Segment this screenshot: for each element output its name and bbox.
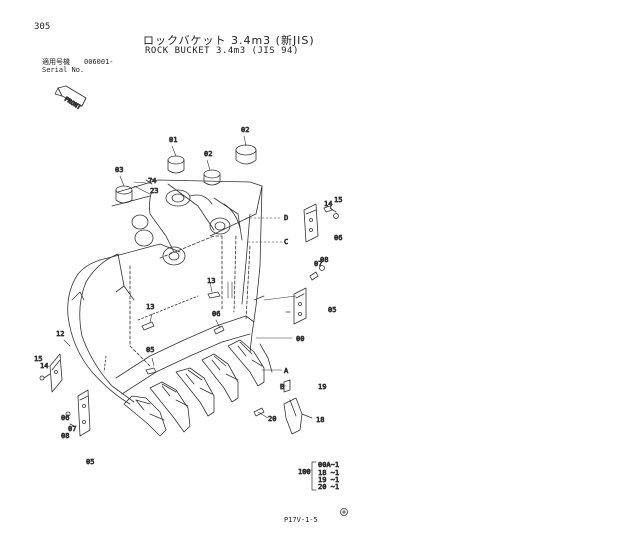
callout-letter-c: C — [284, 238, 288, 246]
callout-08-right: 08 — [320, 256, 328, 264]
serial-label-english: Serial No. — [42, 66, 85, 74]
tooth-tip-18 — [283, 397, 313, 435]
front-arrow-icon: FRONT — [54, 85, 87, 112]
side-cutter-upper-right — [303, 203, 339, 243]
callout-13-lower: 13 — [146, 303, 154, 311]
page-number: 305 — [34, 22, 51, 32]
kit-code: 100 — [298, 468, 311, 476]
callout-07-right: 07 — [314, 260, 322, 268]
callout-05-center: 05 — [146, 346, 154, 354]
side-cutter-left — [39, 353, 63, 393]
lock-pin-19 — [283, 379, 291, 393]
title-english: ROCK BUCKET 3.4m3 (JIS 94) — [145, 46, 299, 56]
leader-lines — [63, 135, 313, 471]
callout-letter-b: B — [280, 383, 284, 391]
kit-bracket — [311, 461, 317, 491]
bucket-teeth-row — [123, 339, 273, 437]
callout-15-left: 15 — [34, 355, 42, 363]
callout-13-upper: 13 — [207, 277, 215, 285]
callout-02: 02 — [204, 150, 212, 158]
bushing-02-large — [235, 144, 257, 165]
callout-05-right: 05 — [328, 306, 336, 314]
bushing-01 — [167, 155, 185, 174]
callout-12: 12 — [56, 330, 64, 338]
kit-item-1: 00A~1 — [318, 461, 339, 469]
callout-14-right: 14 — [324, 200, 332, 208]
serial-range: 006001- — [84, 58, 114, 66]
callout-15-right: 15 — [334, 196, 342, 204]
bucket-boss-rings — [131, 189, 231, 266]
callout-letter-d: D — [284, 214, 288, 222]
registration-mark-icon — [340, 508, 348, 516]
callout-00: 00 — [296, 335, 304, 343]
callout-06-right: 06 — [334, 234, 342, 242]
kit-item-4: 20 ~1 — [318, 483, 339, 491]
callout-23: 23 — [150, 187, 158, 195]
callout-02-top: 02 — [241, 126, 249, 134]
callout-01: 01 — [169, 136, 177, 144]
callout-03: 03 — [115, 166, 123, 174]
serial-label-japanese: 適用号機 — [42, 58, 70, 66]
callout-07-left: 07 — [68, 425, 76, 433]
side-cutter-mid-right — [285, 265, 325, 325]
title-japanese: ロックバケット 3.4m3 (新JIS) — [143, 34, 315, 47]
callout-14-left: 14 — [40, 362, 48, 370]
callout-08-left: 08 — [61, 432, 69, 440]
bushing-02-small — [203, 169, 221, 186]
callout-19: 19 — [318, 383, 326, 391]
bucket-body — [67, 179, 265, 405]
pin-20 — [253, 407, 265, 417]
side-cutter-lower-left — [65, 389, 91, 437]
callout-letter-a: A — [284, 367, 289, 375]
front-label: FRONT — [63, 96, 82, 112]
callout-18: 18 — [316, 416, 324, 424]
callout-05-left: 05 — [86, 458, 94, 466]
drawing-code: P17V-1-5 — [284, 516, 318, 524]
kit-item-2: 18 ~1 — [318, 469, 339, 477]
kit-item-3: 19 ~1 — [318, 476, 339, 484]
callout-06-center: 06 — [212, 310, 220, 318]
callout-20: 20 — [268, 415, 276, 423]
side-pins — [141, 177, 225, 375]
callout-06-left: 06 — [61, 414, 69, 422]
callout-74: 74 — [148, 177, 156, 185]
